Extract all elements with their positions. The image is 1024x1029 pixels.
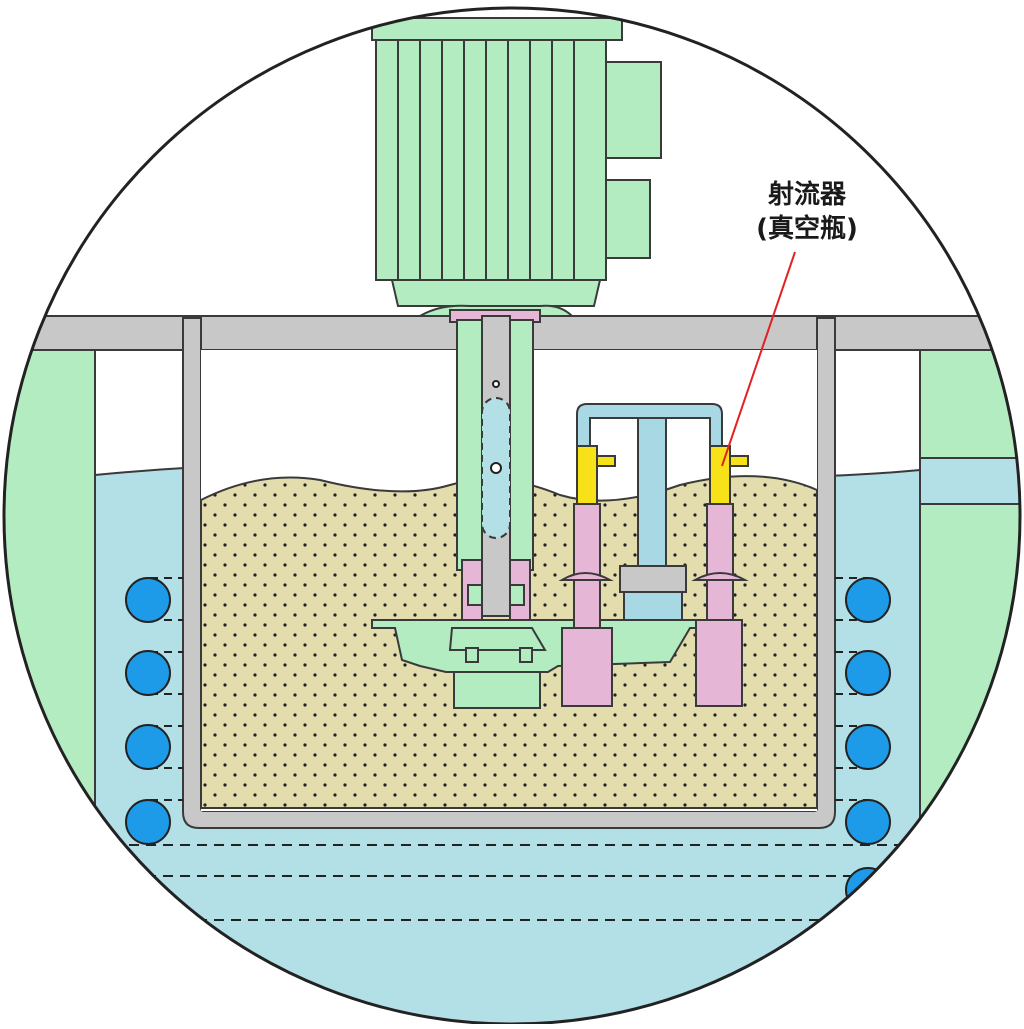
impeller <box>371 619 709 709</box>
ejector-left <box>558 445 616 707</box>
shaft-column <box>456 315 534 621</box>
right-support <box>919 349 1020 871</box>
callout-label-line1: 射流器 <box>767 180 846 210</box>
center-fitting <box>619 411 687 621</box>
callout-label-line2: (真空瓶) <box>756 214 858 244</box>
right-support-band <box>919 457 1020 505</box>
heating-coil-left <box>125 577 183 845</box>
ejector-right <box>691 445 749 707</box>
callout-line <box>721 251 796 467</box>
water-lines <box>95 844 930 921</box>
